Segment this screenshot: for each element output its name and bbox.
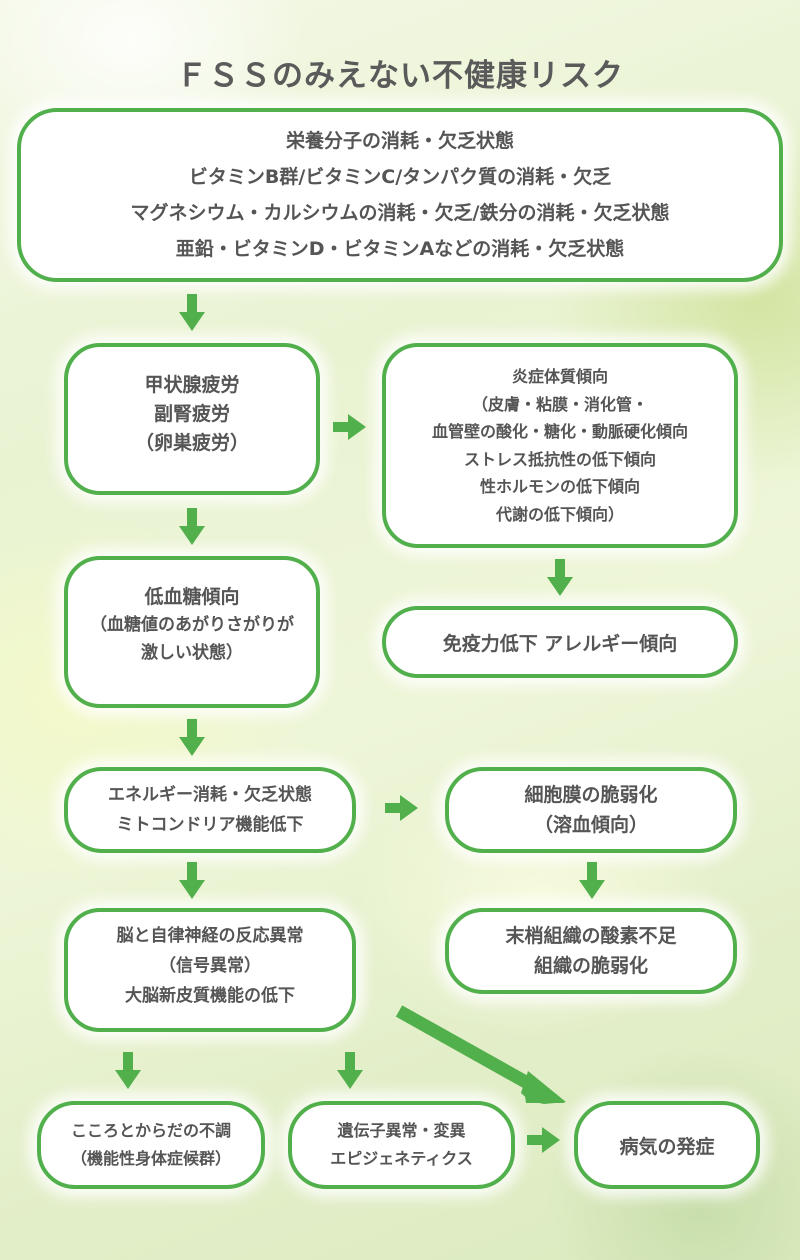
arrow-down-icon: [179, 862, 205, 899]
node-genetic: 遺伝子異常・変異 エピジェネティクス: [288, 1101, 515, 1189]
node-line: 栄養分子の消耗・欠乏状態: [285, 130, 514, 152]
arrow-right-icon: [527, 1127, 560, 1153]
node-line: 大脳新皮質機能の低下: [125, 986, 295, 1006]
node-nutrient-depletion: 栄養分子の消耗・欠乏状態 ビタミンB群/ビタミンC/タンパク質の消耗・欠乏 マグ…: [17, 108, 783, 282]
node-line: （機能性身体症候群）: [70, 1149, 231, 1168]
arrow-down-icon: [179, 719, 205, 756]
arrow-right-icon: [333, 414, 366, 440]
node-line: 血管壁の酸化・糖化・動脈硬化傾向: [431, 422, 688, 441]
arrow-diagonal-icon: [395, 1005, 566, 1104]
node-line: こころとからだの不調: [70, 1121, 231, 1140]
arrow-down-icon: [579, 862, 605, 899]
node-line: ミトコンドリア機能低下: [116, 815, 304, 835]
node-cell-membrane: 細胞膜の脆弱化 （溶血傾向）: [445, 767, 737, 853]
node-line: 病気の発症: [619, 1135, 715, 1158]
node-line: 甲状腺疲労: [144, 373, 240, 396]
node-tissue-oxygen: 末梢組織の酸素不足 組織の脆弱化: [445, 908, 737, 994]
node-line: 脳と自律神経の反応異常: [116, 926, 304, 946]
arrow-down-icon: [337, 1052, 363, 1089]
arrow-down-icon: [115, 1052, 141, 1089]
node-line: （信号異常）: [159, 956, 261, 976]
arrow-right-icon: [385, 795, 418, 821]
node-line: （卵巣疲労）: [134, 431, 249, 454]
node-energy: エネルギー消耗・欠乏状態 ミトコンドリア機能低下: [64, 767, 356, 853]
node-line: （皮膚・粘膜・消化管・: [471, 394, 648, 414]
node-line: 組織の脆弱化: [533, 955, 648, 977]
node-line: 細胞膜の脆弱化: [524, 784, 658, 806]
node-line: 性ホルモンの低下傾向: [479, 477, 640, 496]
node-line: 激しい状態）: [141, 643, 243, 663]
node-line: エネルギー消耗・欠乏状態: [108, 785, 312, 805]
arrow-down-icon: [547, 559, 573, 596]
node-gland-fatigue: 甲状腺疲労 副腎疲労 （卵巣疲労）: [64, 343, 320, 495]
node-line: 末梢組織の酸素不足: [505, 925, 677, 947]
node-line: 免疫力低下 アレルギー傾向: [442, 632, 678, 655]
node-brain: 脳と自律神経の反応異常 （信号異常） 大脳新皮質機能の低下: [64, 908, 356, 1032]
node-line: エピジェネティクス: [330, 1149, 473, 1168]
node-mind-body: こころとからだの不調 （機能性身体症候群）: [37, 1101, 265, 1189]
node-line: 副腎疲労: [153, 402, 230, 425]
diagram-title: ＦＳＳのみえない不健康リスク: [176, 58, 624, 94]
node-inflammation: 炎症体質傾向 （皮膚・粘膜・消化管・ 血管壁の酸化・糖化・動脈硬化傾向 ストレス…: [382, 343, 738, 548]
node-hypoglycemia: 低血糖傾向 （血糖値のあがりさがりが 激しい状態）: [64, 556, 320, 708]
node-line: （血糖値のあがりさがりが: [90, 615, 294, 635]
node-line: 低血糖傾向: [144, 586, 240, 608]
node-line: ストレス抵抗性の低下傾向: [463, 449, 656, 469]
node-disease: 病気の発症: [574, 1101, 760, 1189]
node-immunity: 免疫力低下 アレルギー傾向: [382, 606, 738, 678]
node-line: ビタミンB群/ビタミンC/タンパク質の消耗・欠乏: [188, 166, 612, 188]
node-line: 亜鉛・ビタミンD・ビタミンAなどの消耗・欠乏状態: [175, 238, 625, 260]
node-line: マグネシウム・カルシウムの消耗・欠乏/鉄分の消耗・欠乏状態: [130, 202, 670, 224]
node-line: （溶血傾向）: [533, 814, 648, 836]
node-line: 炎症体質傾向: [511, 367, 608, 386]
node-line: 遺伝子異常・変異: [337, 1121, 466, 1140]
arrow-down-icon: [179, 508, 205, 545]
arrow-down-icon: [179, 294, 205, 331]
node-line: 代謝の低下傾向）: [495, 504, 624, 524]
